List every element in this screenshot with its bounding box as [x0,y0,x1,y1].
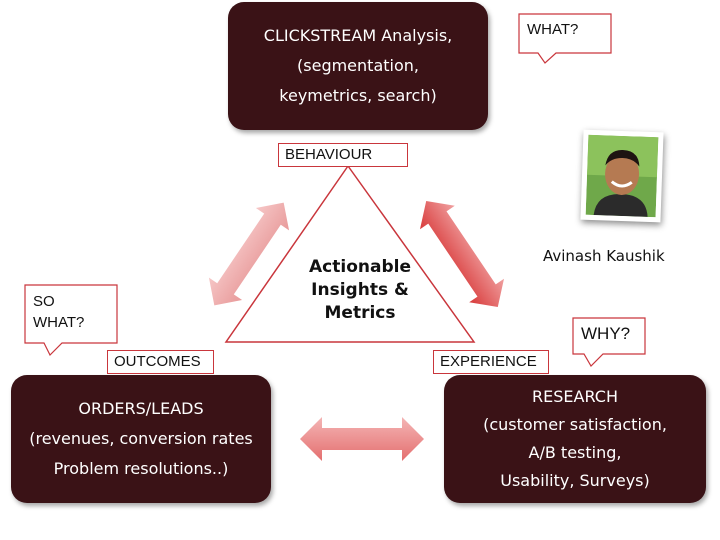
arrow-behaviour-experience [419,200,505,308]
experience-line-1: RESEARCH [532,387,618,406]
person-portrait-icon [585,134,659,218]
callout-what-text: WHAT? [527,21,579,38]
callout-why-text: WHY? [581,324,631,343]
behaviour-line-1: CLICKSTREAM Analysis, [263,26,453,45]
outcomes-line-2: (revenues, conversion rates [29,429,253,448]
experience-tag: EXPERIENCE [433,350,549,374]
callout-so-what-line-1: SO [33,293,55,310]
arrow-outcomes-experience [300,417,424,461]
center-triangle [224,164,476,343]
callout-so-what-shape [24,284,118,357]
behaviour-line-2: (segmentation, [297,56,419,75]
behaviour-line-3: keymetrics, search) [279,86,437,105]
center-label: Actionable Insights & Metrics [280,256,440,325]
callout-what-shape [518,13,612,64]
behaviour-tag: BEHAVIOUR [278,143,408,167]
experience-line-3: A/B testing, [528,443,622,462]
callout-why-shape [572,317,646,367]
person-name: Avinash Kaushik [543,247,665,265]
experience-line-4: Usability, Surveys) [500,471,650,490]
center-label-line-3: Metrics [324,303,396,323]
outcomes-tag: OUTCOMES [107,350,214,374]
person-photo [580,129,664,223]
center-label-line-1: Actionable [309,257,411,277]
callout-so-what-line-2: WHAT? [33,314,85,331]
arrow-behaviour-outcomes [208,202,290,306]
outcomes-line-3: Problem resolutions..) [53,459,229,478]
outcomes-line-1: ORDERS/LEADS [78,399,204,418]
behaviour-box: CLICKSTREAM Analysis, (segmentation, key… [228,2,488,130]
experience-line-2: (customer satisfaction, [483,415,667,434]
experience-box: RESEARCH (customer satisfaction, A/B tes… [444,375,706,503]
center-label-line-2: Insights & [311,280,409,300]
outcomes-box: ORDERS/LEADS (revenues, conversion rates… [11,375,271,503]
